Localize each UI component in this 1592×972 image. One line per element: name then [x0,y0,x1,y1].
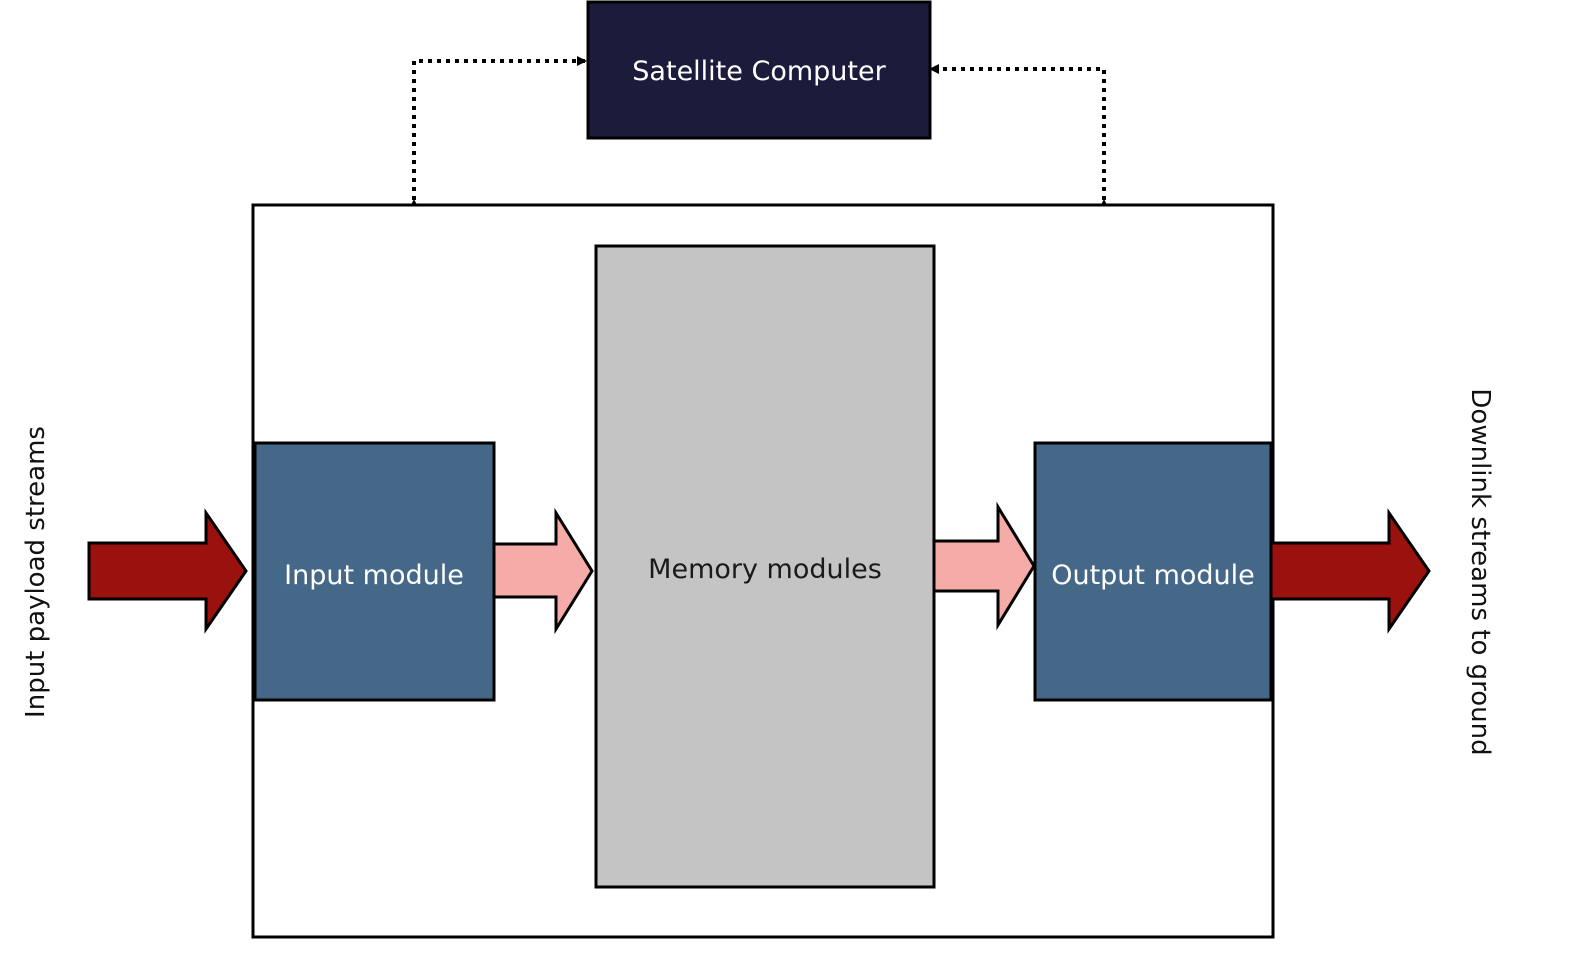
memory-modules-box [594,244,936,889]
input-stream-arrow [87,508,248,634]
left-control-link [409,56,587,209]
satellite-computer-label: Satellite Computer [632,56,886,87]
downlink-stream-arrow [1269,508,1431,634]
memory-to-output-arrow [932,501,1036,631]
satellite-computer-box [586,0,932,140]
input-payload-streams-label: Input payload streams [21,426,51,718]
input-module-box [253,441,496,702]
input-module-label: Input module [284,560,464,591]
memory-modules-label: Memory modules [648,554,882,585]
right-control-link [929,64,1109,209]
output-module-label: Output module [1051,560,1255,591]
input-to-memory-arrow [492,507,594,635]
downlink-streams-label: Downlink streams to ground [1465,388,1495,755]
output-module-box [1033,441,1273,702]
